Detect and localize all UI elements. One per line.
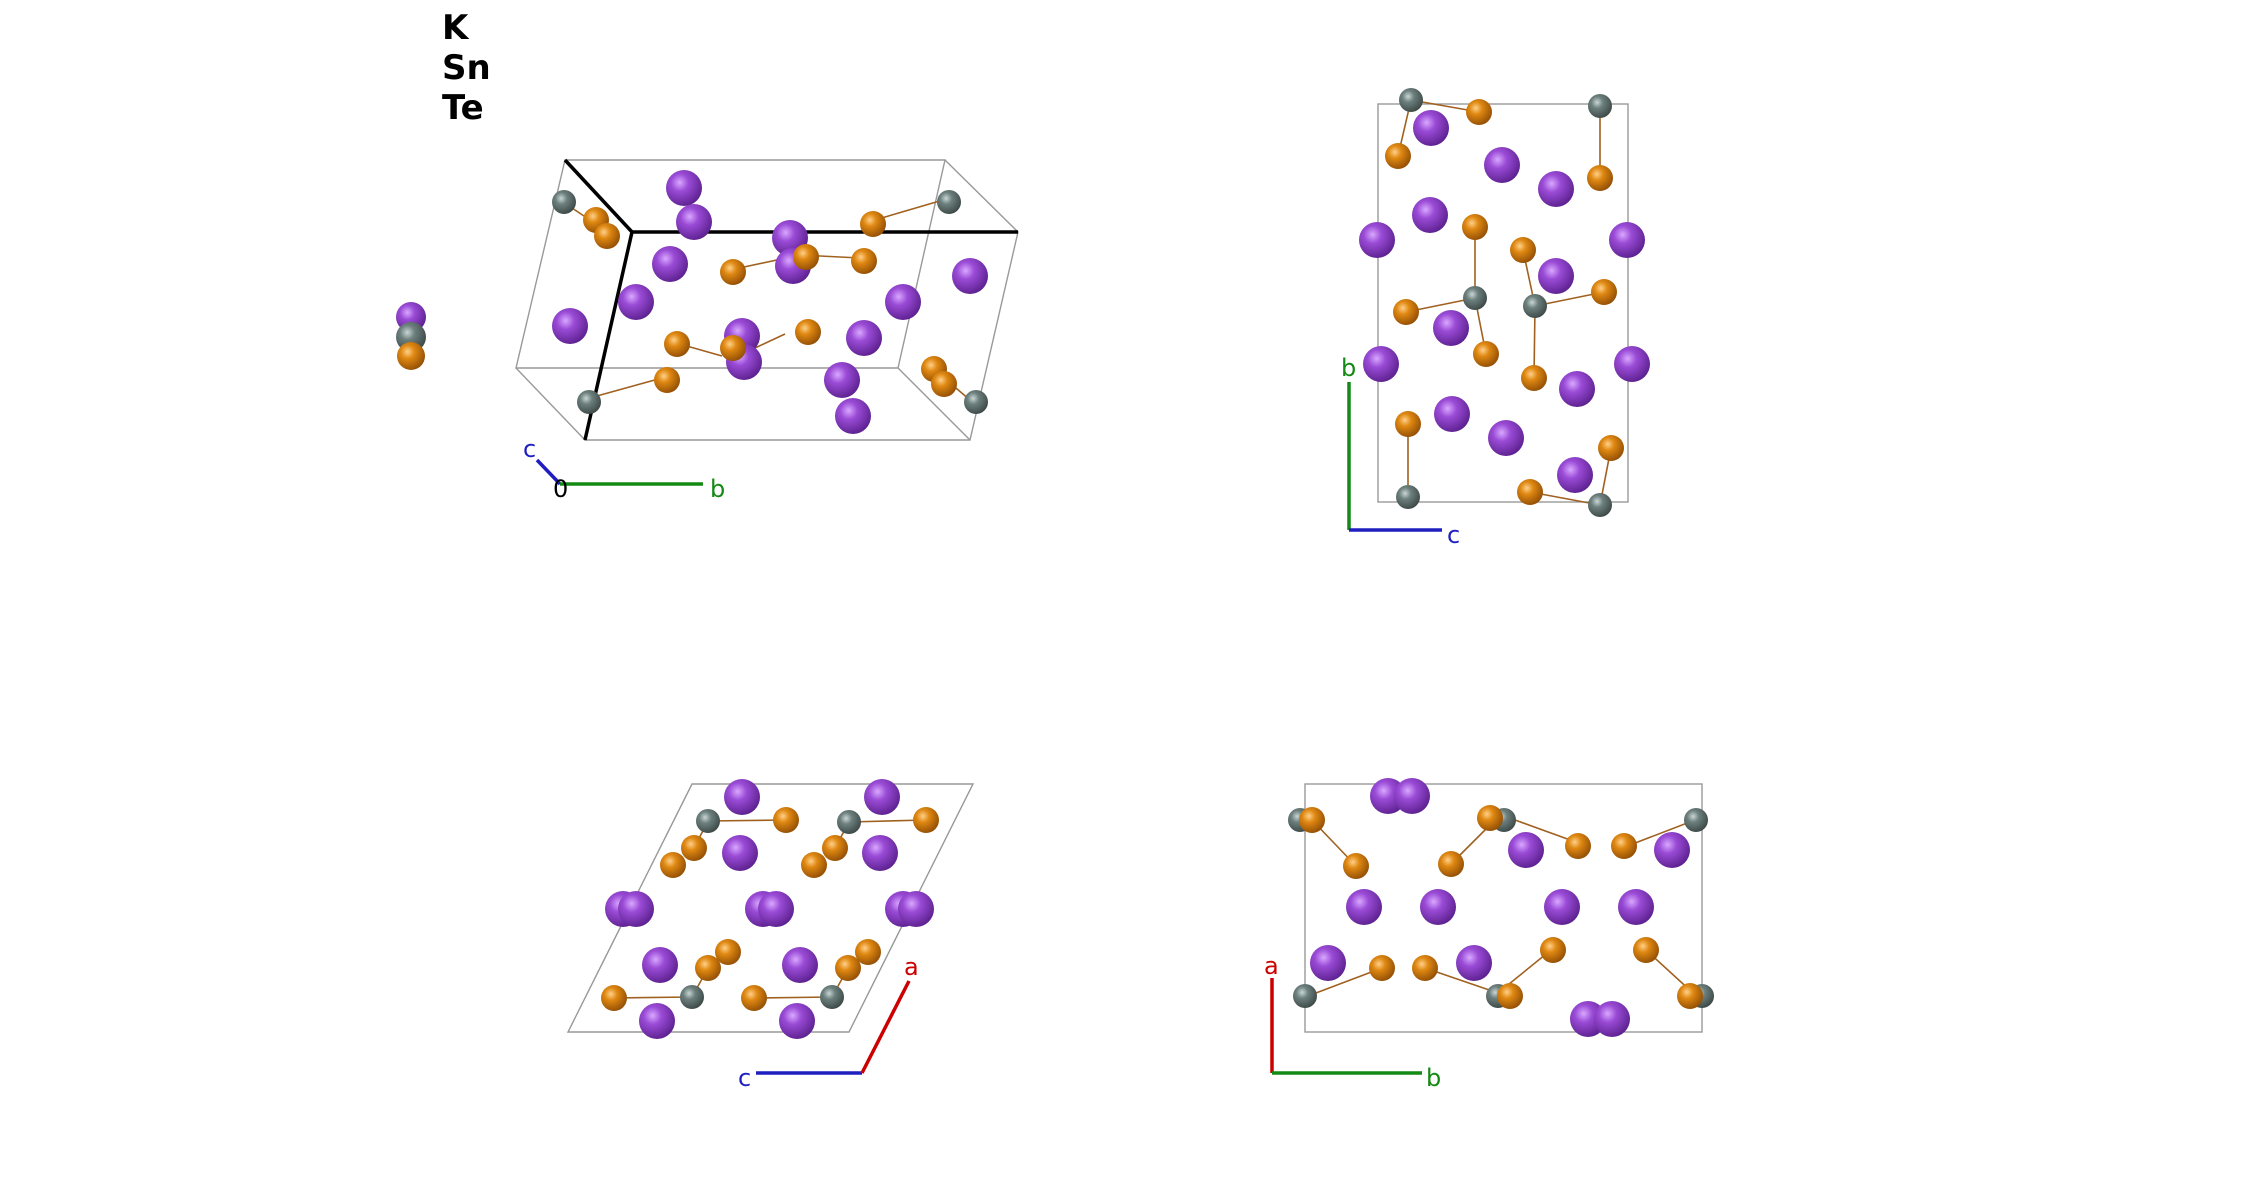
unit-cell <box>1304 783 1703 1033</box>
axis-label-c: c <box>1447 521 1460 549</box>
axis-label-c: c <box>523 435 536 463</box>
axis-label-b: b <box>710 475 725 503</box>
view-b-axis: c a <box>566 779 975 1092</box>
legend-item-k: K <box>442 8 469 48</box>
axis-label-a: a <box>1264 952 1279 980</box>
atoms <box>396 170 988 434</box>
axis-label-origin: 0 <box>553 475 568 503</box>
element-legend: K Sn Te <box>442 8 491 128</box>
axis-indicator: a b <box>1264 952 1441 1092</box>
view-a-axis: b c <box>1341 88 1650 549</box>
view-c-axis: a b <box>1264 778 1714 1092</box>
legend-item-sn: Sn <box>442 48 491 88</box>
axis-label-c: c <box>738 1064 751 1092</box>
view-perspective: c 0 b <box>396 158 1019 503</box>
unit-cell <box>1377 103 1629 503</box>
legend-item-te: Te <box>442 88 484 128</box>
atoms <box>1288 778 1714 1037</box>
atoms <box>1359 88 1650 517</box>
axis-indicator: c 0 b <box>523 435 725 503</box>
atoms <box>601 779 939 1039</box>
axis-indicator: c a <box>738 953 919 1092</box>
axis-label-a: a <box>904 953 919 981</box>
axis-label-b: b <box>1426 1064 1441 1092</box>
axis-label-b: b <box>1341 354 1356 382</box>
axis-indicator: b c <box>1341 354 1460 549</box>
